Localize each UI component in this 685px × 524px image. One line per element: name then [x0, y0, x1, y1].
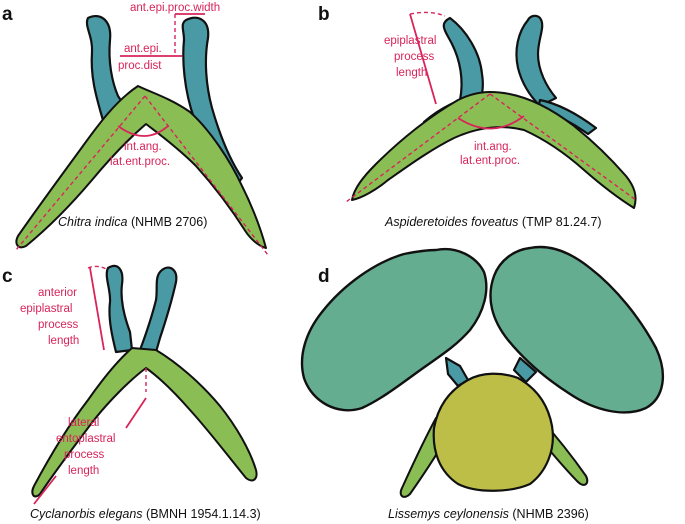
- panel-c-letter: c: [2, 266, 13, 287]
- panel-c-epi-length-bar: [89, 267, 105, 351]
- panel-b-angle-label-2: lat.ent.proc.: [460, 155, 520, 167]
- panel-a-right-angle-dash: [144, 95, 269, 256]
- panel-b-left-angle-dash: [345, 93, 491, 203]
- panel-d: d Lissemys ceylonensis (NHMB 2396): [300, 245, 664, 521]
- panel-c-ento-length-bar-bottom: [33, 475, 57, 505]
- panel-d-left-hyoplastron: [300, 247, 488, 412]
- panel-d-central-plate: [432, 372, 554, 492]
- panel-d-caption: Lissemys ceylonensis (NHMB 2396): [388, 507, 589, 521]
- panel-a-letter: a: [2, 4, 13, 25]
- panel-c-epi-label-1: anterior: [38, 287, 77, 299]
- panel-a-left-angle-dash: [15, 95, 146, 251]
- panel-a-dist-label-2: proc.dist: [118, 60, 162, 72]
- panel-b-species: Aspideretoides foveatus: [384, 215, 518, 229]
- panel-a-caption: Chitra indica (NHMB 2706): [58, 215, 207, 229]
- panel-a-angle-label-1: int.ang.: [124, 141, 162, 153]
- panel-c-epi-label-4: length: [48, 335, 79, 347]
- panel-b-right-epiplastron: [515, 14, 558, 108]
- panel-c-right-epiplastron: [138, 266, 178, 354]
- panel-a-entoplastron: [15, 85, 267, 249]
- panel-a-angle-arc: [117, 125, 169, 137]
- panel-b-epi-dash-top: [409, 11, 446, 17]
- panel-d-specimen: (NHMB 2396): [512, 507, 588, 521]
- panel-b-right-angle-dash: [489, 93, 637, 201]
- panel-b-angle-label-1: int.ang.: [474, 141, 512, 153]
- panel-b-specimen: (TMP 81.24.7): [522, 215, 602, 229]
- panel-b-epi-label-3: length: [396, 67, 427, 79]
- panel-c-ento-label-1: lateral: [68, 417, 99, 429]
- panel-b-letter: b: [318, 4, 330, 25]
- panel-c-epi-label-2: epiplastral: [20, 303, 72, 315]
- panel-c-epi-dash-top: [87, 265, 109, 271]
- panel-c-left-epiplastron: [105, 264, 134, 354]
- panel-a: a ant.epi.proc.width ant.epi. proc.dist …: [2, 2, 269, 256]
- panel-a-species: Chitra indica: [58, 215, 128, 229]
- panel-b-epi-label-1: epiplastral: [384, 35, 436, 47]
- panel-c-ento-label-4: length: [68, 465, 99, 477]
- panel-c-ento-length-bar-top: [125, 397, 147, 429]
- panel-a-specimen: (NHMB 2706): [131, 215, 207, 229]
- panel-c-caption: Cyclanorbis elegans (BMNH 1954.1.14.3): [30, 507, 261, 521]
- panel-a-angle-label-2: lat.ent.proc.: [110, 156, 170, 168]
- panel-a-dist-label-1: ant.epi.: [124, 43, 162, 55]
- panel-c-ento-label-3: process: [64, 449, 105, 461]
- panel-b: b epiplastral process length int.ang. la…: [318, 4, 637, 229]
- panel-b-epi-label-2: process: [394, 51, 435, 63]
- panel-c-ento-label-2: entoplastral: [56, 433, 115, 445]
- panel-d-letter: d: [318, 266, 330, 287]
- panel-b-caption: Aspideretoides foveatus (TMP 81.24.7): [384, 215, 602, 229]
- panel-c-entoplastron: [31, 347, 258, 498]
- panel-b-angle-arc: [457, 115, 525, 130]
- panel-d-right-hyoplastron: [489, 245, 664, 414]
- panel-a-width-label: ant.epi.proc.width: [130, 2, 220, 14]
- panel-d-species: Lissemys ceylonensis: [388, 507, 509, 521]
- panel-c-specimen: (BMNH 1954.1.14.3): [146, 507, 261, 521]
- panel-b-epi-length-bar: [409, 13, 437, 105]
- panel-c: c anterior epiplastral process length la…: [2, 264, 261, 521]
- panel-c-epi-label-3: process: [38, 319, 79, 331]
- panel-c-species: Cyclanorbis elegans: [30, 507, 143, 521]
